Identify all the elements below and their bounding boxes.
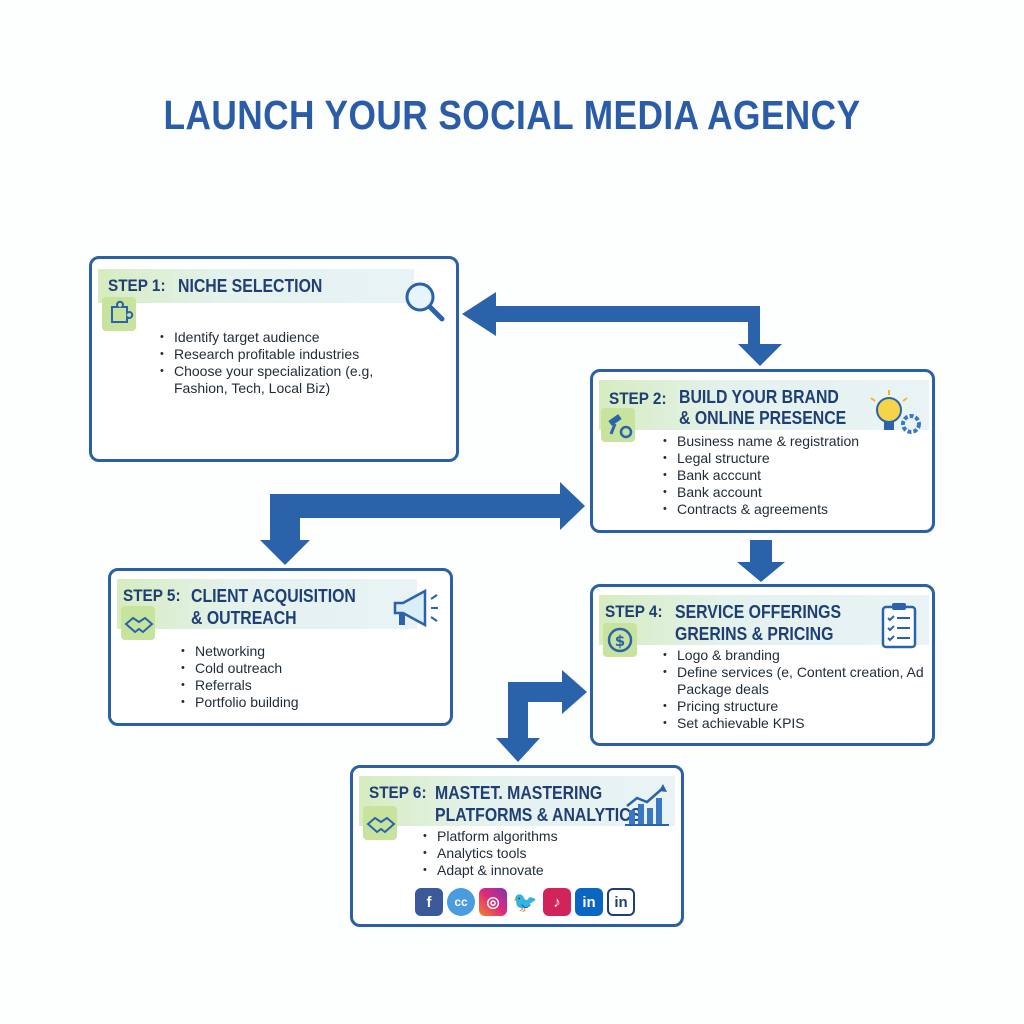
list-item: Choose your specialization (e.g,	[160, 363, 373, 380]
list-item: Adapt & innovate	[423, 862, 558, 879]
list-item: Bank account	[663, 484, 859, 501]
list-item: Analytics tools	[423, 845, 558, 862]
list-item: Legal structure	[663, 450, 859, 467]
step2-header-band	[599, 380, 929, 430]
list-item: Research profitable industries	[160, 346, 373, 363]
step5-header-band	[117, 579, 417, 629]
arrow-step4-step6	[496, 670, 587, 762]
step6-title-line1: MASTET. MASTERING	[435, 783, 603, 803]
list-item: Portfolio building	[181, 694, 299, 711]
step2-label: STEP 2:	[609, 389, 667, 408]
dollar-coin-icon: $	[603, 623, 637, 657]
step2-title-line1: BUILD YOUR BRAND	[679, 387, 839, 407]
step1-title: NICHE SELECTION	[178, 276, 323, 296]
step4-label: STEP 4:	[605, 602, 663, 621]
lightbulb-gear-icon	[863, 386, 925, 451]
step1-card: STEP 1: NICHE SELECTION Identify target …	[89, 256, 459, 462]
social-icons-row: f cc ◎ 🐦 ♪ in in	[415, 888, 635, 916]
step4-header-band	[599, 595, 929, 645]
magnifier-icon	[400, 277, 448, 330]
step4-title-line2: GRERINS & PRICING	[675, 624, 834, 644]
facebook-icon: f	[415, 888, 443, 916]
step4-bullets: Logo & branding Define services (e, Cont…	[663, 647, 933, 732]
list-item: Platform algorithms	[423, 828, 558, 845]
arrow-step2-to-step4	[737, 540, 785, 582]
list-item: Define services (e, Content creation, Ad	[663, 664, 933, 681]
step6-header-band	[359, 776, 675, 826]
puzzle-icon	[102, 297, 136, 331]
step2-card: STEP 2: BUILD YOUR BRAND & ONLINE PRESEN…	[590, 369, 935, 533]
list-item: Networking	[181, 643, 299, 660]
step6-title-line2: PLATFORMS & ANALYTICS	[435, 805, 642, 825]
step4-title-line1: SERVICE OFFERINGS	[675, 602, 842, 622]
step5-title-line2: & OUTREACH	[191, 608, 297, 628]
list-item: Business name & registration	[663, 433, 859, 450]
list-item: Fashion, Tech, Local Biz)	[174, 380, 331, 396]
handshake-icon	[363, 806, 397, 840]
step5-title-line1: CLIENT ACQUISITION	[191, 586, 356, 606]
svg-text:$: $	[615, 632, 625, 650]
arrow-to-step2-and-step5	[260, 482, 585, 565]
step6-bullets: Platform algorithms Analytics tools Adap…	[423, 828, 558, 879]
list-item: Package deals	[677, 681, 769, 697]
step5-card: STEP 5: CLIENT ACQUISITION & OUTREACH Ne…	[108, 568, 453, 726]
twitter-icon: 🐦	[511, 888, 539, 916]
step1-label: STEP 1:	[108, 276, 166, 295]
handshake-icon	[121, 606, 155, 640]
megaphone-icon	[389, 583, 441, 638]
linkedin-icon: in	[575, 888, 603, 916]
page-title: LAUNCH YOUR SOCIAL MEDIA AGENCY	[163, 92, 861, 138]
step1-bullets: Identify target audience Research profit…	[160, 329, 373, 397]
list-item: Referrals	[181, 677, 299, 694]
step5-bullets: Networking Cold outreach Referrals Portf…	[181, 643, 299, 711]
arrow-step2-to-step1	[462, 292, 782, 366]
list-item: Contracts & agreements	[663, 501, 859, 518]
instagram-icon: ◎	[479, 888, 507, 916]
cc-icon: cc	[447, 888, 475, 916]
step5-label: STEP 5:	[123, 586, 181, 605]
gavel-gear-icon	[601, 408, 635, 442]
bar-chart-trend-icon	[623, 782, 671, 833]
list-item: Pricing structure	[663, 698, 933, 715]
linkedin-outline-icon: in	[607, 888, 635, 916]
step4-card: STEP 4: $ SERVICE OFFERINGS GRERINS & PR…	[590, 584, 935, 746]
step2-title-line2: & ONLINE PRESENCE	[679, 408, 847, 428]
step2-bullets: Business name & registration Legal struc…	[663, 433, 859, 518]
list-item: Bank acccunt	[663, 467, 859, 484]
list-item: Set achievable KPIS	[663, 715, 933, 732]
list-item: Identify target audience	[160, 329, 373, 346]
list-item: Logo & branding	[663, 647, 933, 664]
tiktok-icon: ♪	[543, 888, 571, 916]
step6-label: STEP 6:	[369, 783, 427, 802]
step1-header-band	[98, 269, 414, 303]
step6-card: STEP 6: MASTET. MASTERING PLATFORMS & AN…	[350, 765, 684, 927]
list-item: Cold outreach	[181, 660, 299, 677]
